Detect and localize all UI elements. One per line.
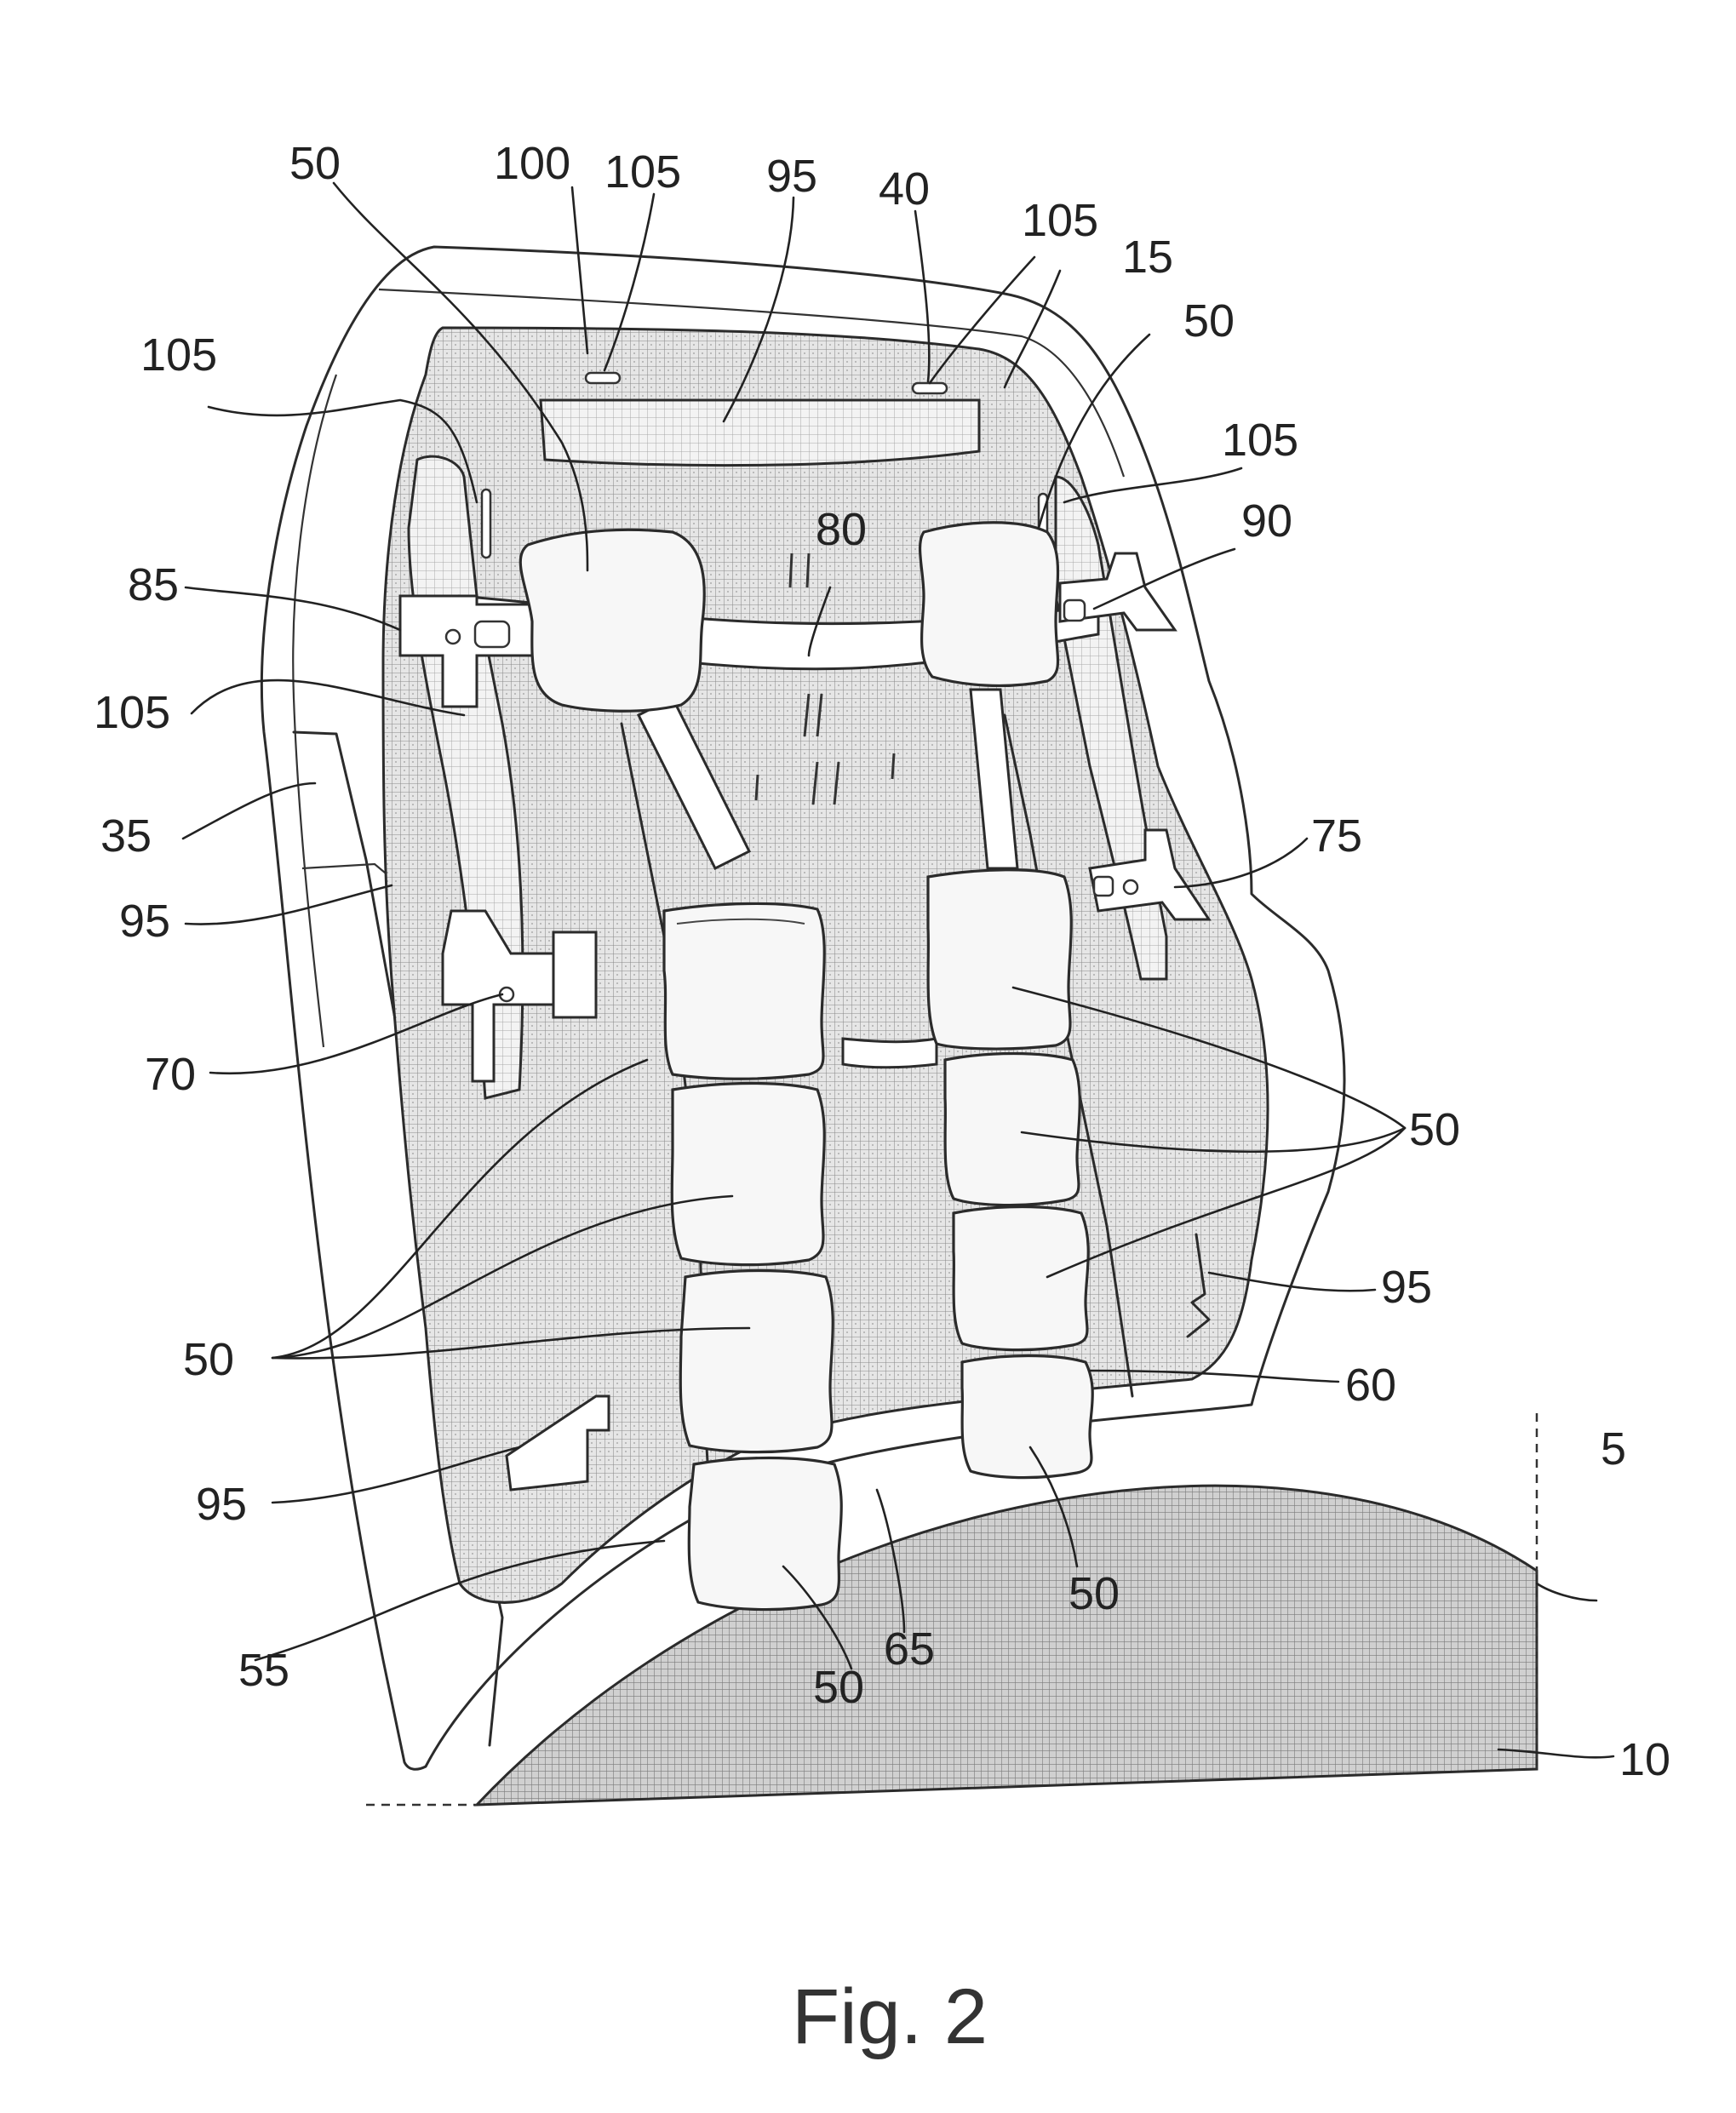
label-15: 15 xyxy=(1122,232,1173,283)
label-35: 35 xyxy=(100,810,152,862)
label-50: 50 xyxy=(1409,1104,1460,1155)
label-85: 85 xyxy=(128,559,179,610)
label-10: 10 xyxy=(1619,1734,1670,1785)
brackets xyxy=(398,552,1212,1083)
label-105: 105 xyxy=(1222,415,1298,466)
left-cushion-column xyxy=(662,902,843,1612)
seat-cushion xyxy=(366,1413,1538,1807)
label-75: 75 xyxy=(1311,810,1362,862)
label-80: 80 xyxy=(816,504,867,555)
label-105: 105 xyxy=(1022,195,1098,246)
figure-caption: Fig. 2 xyxy=(792,1973,988,2060)
label-95: 95 xyxy=(196,1479,247,1530)
label-65: 65 xyxy=(884,1623,935,1675)
label-50: 50 xyxy=(1069,1568,1120,1619)
label-100: 100 xyxy=(494,138,570,189)
upper-frame-bar xyxy=(539,398,981,467)
label-90: 90 xyxy=(1241,495,1292,547)
label-105: 105 xyxy=(94,687,170,738)
label-55: 55 xyxy=(238,1645,289,1696)
label-60: 60 xyxy=(1345,1360,1396,1411)
air-cushions xyxy=(519,521,1094,1612)
label-105: 105 xyxy=(140,329,217,381)
label-105: 105 xyxy=(604,146,681,198)
leader-lines xyxy=(181,181,1615,1759)
label-50: 50 xyxy=(183,1334,234,1385)
label-95: 95 xyxy=(119,896,170,947)
lower-brackets xyxy=(505,1233,1211,1492)
label-5: 5 xyxy=(1601,1423,1626,1475)
label-70: 70 xyxy=(145,1049,196,1100)
label-50: 50 xyxy=(813,1662,864,1713)
label-40: 40 xyxy=(879,163,930,215)
right-cushion-column xyxy=(926,868,1094,1480)
label-95: 95 xyxy=(1381,1262,1432,1313)
reference-numerals: 50 100 105 95 40 105 15 50 105 105 90 85… xyxy=(94,138,1670,1785)
label-95: 95 xyxy=(766,151,817,202)
label-50: 50 xyxy=(1183,295,1235,346)
label-50: 50 xyxy=(289,138,341,189)
